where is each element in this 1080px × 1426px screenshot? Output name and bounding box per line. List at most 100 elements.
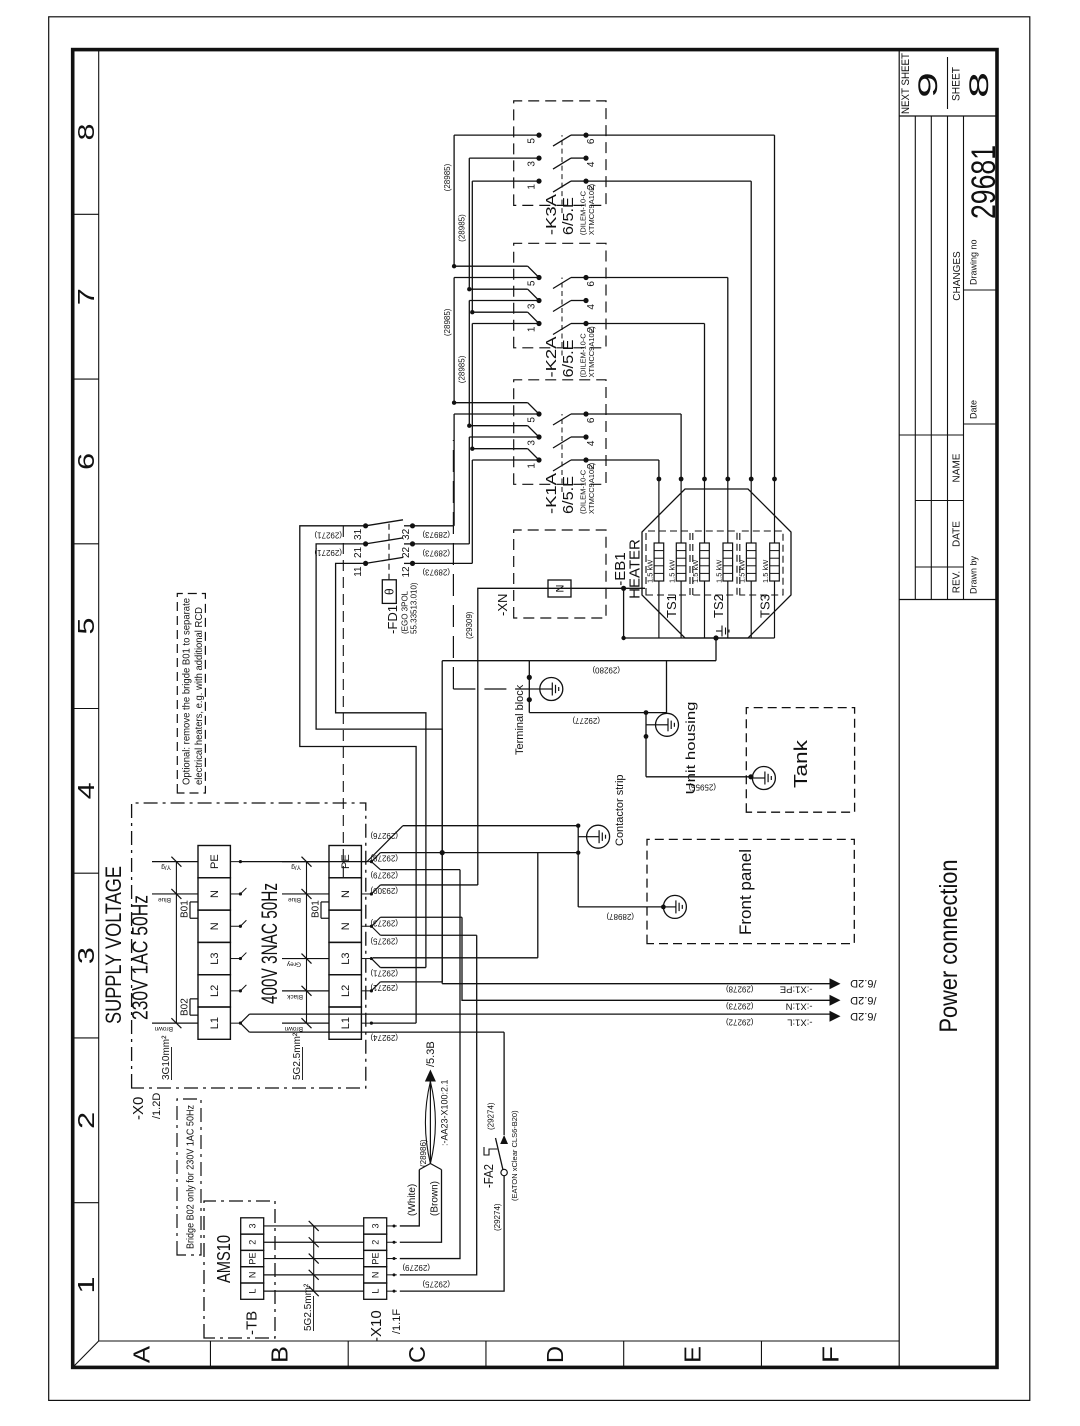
- svg-text:2: 2: [586, 463, 597, 469]
- svg-text:REV.: REV.: [952, 571, 963, 593]
- svg-text:31: 31: [353, 528, 364, 540]
- svg-text:A: A: [129, 1345, 155, 1363]
- svg-text:Grey: Grey: [286, 961, 301, 968]
- svg-text:6: 6: [586, 138, 597, 144]
- svg-text:5G2.5mm²: 5G2.5mm²: [303, 1283, 314, 1331]
- svg-text:-:X1:N: -:X1:N: [785, 1000, 812, 1011]
- svg-text:/1.2D: /1.2D: [151, 1093, 163, 1119]
- svg-text:TS2: TS2: [711, 594, 726, 618]
- svg-text:5: 5: [527, 280, 538, 286]
- svg-text:PE: PE: [248, 1253, 258, 1265]
- svg-text:12: 12: [401, 566, 412, 578]
- svg-text:/6.2D: /6.2D: [850, 994, 876, 1006]
- svg-text:L: L: [248, 1289, 258, 1294]
- svg-text:XTMCC9A10F): XTMCC9A10F): [587, 183, 596, 235]
- svg-text:6/5.E: 6/5.E: [560, 476, 577, 514]
- svg-text:2: 2: [586, 184, 597, 190]
- svg-text:(White): (White): [407, 1184, 418, 1216]
- svg-text:(28973): (28973): [422, 549, 450, 558]
- svg-text:N: N: [209, 922, 221, 930]
- svg-text:11: 11: [353, 566, 364, 577]
- svg-text:3: 3: [527, 303, 538, 309]
- svg-text:1.5 kW: 1.5 kW: [761, 559, 770, 583]
- svg-text:-:X1:L: -:X1:L: [787, 1016, 812, 1027]
- svg-text:(28987): (28987): [606, 912, 634, 921]
- svg-text:2: 2: [371, 1240, 381, 1245]
- svg-text:N: N: [340, 922, 352, 930]
- svg-text:E: E: [680, 1346, 706, 1363]
- svg-text:Date: Date: [969, 400, 979, 419]
- svg-text:F: F: [817, 1346, 843, 1363]
- svg-text:(DILEM-10-C: (DILEM-10-C: [579, 190, 588, 235]
- svg-text:1: 1: [73, 1277, 99, 1294]
- svg-text:/5.3B: /5.3B: [425, 1041, 437, 1067]
- svg-text:(DILEM-10-C: (DILEM-10-C: [579, 333, 588, 378]
- svg-text:Y/g: Y/g: [161, 864, 171, 871]
- svg-text:(29277): (29277): [572, 716, 600, 725]
- svg-text:-X10: -X10: [368, 1310, 385, 1342]
- svg-text:XTMCC9A10F): XTMCC9A10F): [587, 326, 596, 378]
- svg-text:electrical heaters, e.g. with: electrical heaters, e.g. with additional…: [193, 607, 205, 785]
- svg-text:(29280): (29280): [592, 666, 620, 675]
- svg-text:(29274): (29274): [493, 1203, 502, 1231]
- svg-text:N: N: [555, 584, 567, 592]
- svg-text:TS1: TS1: [664, 594, 679, 618]
- svg-text:Power connection: Power connection: [935, 860, 963, 1033]
- svg-text:-FD1: -FD1: [385, 605, 400, 634]
- svg-text:400V 3NAC 50Hz: 400V 3NAC 50Hz: [257, 883, 282, 1004]
- svg-text:(29278): (29278): [370, 854, 398, 863]
- svg-text:1.5 kW: 1.5 kW: [714, 559, 723, 583]
- svg-text:-:X1:PE: -:X1:PE: [780, 984, 813, 995]
- svg-text:(28985): (28985): [443, 308, 452, 336]
- svg-text:(DILEM-10-C: (DILEM-10-C: [579, 469, 588, 514]
- svg-text:Unit housing: Unit housing: [683, 702, 698, 795]
- svg-text:D: D: [542, 1346, 568, 1363]
- svg-text:Black: Black: [286, 993, 303, 1000]
- svg-text:5: 5: [527, 138, 538, 144]
- svg-text::-AA23-X100:2.1: :-AA23-X100:2.1: [440, 1079, 450, 1146]
- svg-text:(29309): (29309): [465, 611, 474, 639]
- svg-text:(29279): (29279): [402, 1263, 430, 1272]
- svg-text:Optional: remove the brigde B0: Optional: remove the brigde B01 to separ…: [181, 598, 193, 785]
- svg-text:B02: B02: [180, 998, 191, 1016]
- svg-text:(29275): (29275): [370, 936, 398, 945]
- svg-text:1.5 kW: 1.5 kW: [738, 559, 747, 583]
- svg-text:5: 5: [73, 618, 99, 635]
- svg-text:(EGO 3POL: (EGO 3POL: [401, 590, 410, 634]
- svg-text:(29271): (29271): [370, 969, 398, 978]
- svg-text:6/5.E: 6/5.E: [560, 197, 577, 235]
- svg-text:1: 1: [527, 184, 538, 190]
- svg-text:-EB1: -EB1: [612, 552, 629, 585]
- svg-text:(29272): (29272): [726, 1017, 754, 1026]
- svg-text:22: 22: [401, 546, 412, 558]
- svg-text:L2: L2: [209, 985, 221, 997]
- svg-text:2: 2: [586, 327, 597, 333]
- svg-text:L3: L3: [340, 952, 352, 964]
- svg-text:1.5 kW: 1.5 kW: [645, 559, 654, 583]
- svg-text:6: 6: [73, 453, 99, 470]
- svg-text:4: 4: [586, 304, 597, 310]
- svg-text:Terminal block: Terminal block: [514, 684, 526, 755]
- svg-text:1: 1: [527, 326, 538, 332]
- svg-text:N: N: [209, 890, 221, 898]
- svg-text:3G10mm²: 3G10mm²: [161, 1035, 172, 1080]
- svg-text:SHEET: SHEET: [951, 67, 963, 101]
- svg-text:1.5 kW: 1.5 kW: [691, 559, 700, 583]
- svg-text:TS3: TS3: [757, 594, 772, 618]
- svg-text:CHANGES: CHANGES: [952, 251, 963, 301]
- svg-text:(28973): (28973): [422, 568, 450, 577]
- svg-text:PE: PE: [371, 1253, 381, 1265]
- svg-text:Front panel: Front panel: [736, 849, 755, 935]
- svg-text:55.33513.010): 55.33513.010): [410, 582, 419, 634]
- svg-text:(29278): (29278): [726, 985, 754, 994]
- svg-text:/1.1F: /1.1F: [391, 1309, 403, 1334]
- svg-text:3: 3: [527, 440, 538, 446]
- svg-text:Blue: Blue: [288, 896, 301, 903]
- svg-text:32: 32: [401, 528, 412, 540]
- svg-text:4: 4: [73, 782, 99, 799]
- svg-text:6: 6: [586, 281, 597, 287]
- svg-text:B: B: [266, 1346, 292, 1363]
- svg-text:(EATON xClear CLS6-B20): (EATON xClear CLS6-B20): [510, 1110, 519, 1201]
- svg-text:SUPPLY VOLTAGE: SUPPLY VOLTAGE: [101, 866, 126, 1024]
- svg-text:(28985): (28985): [458, 214, 467, 242]
